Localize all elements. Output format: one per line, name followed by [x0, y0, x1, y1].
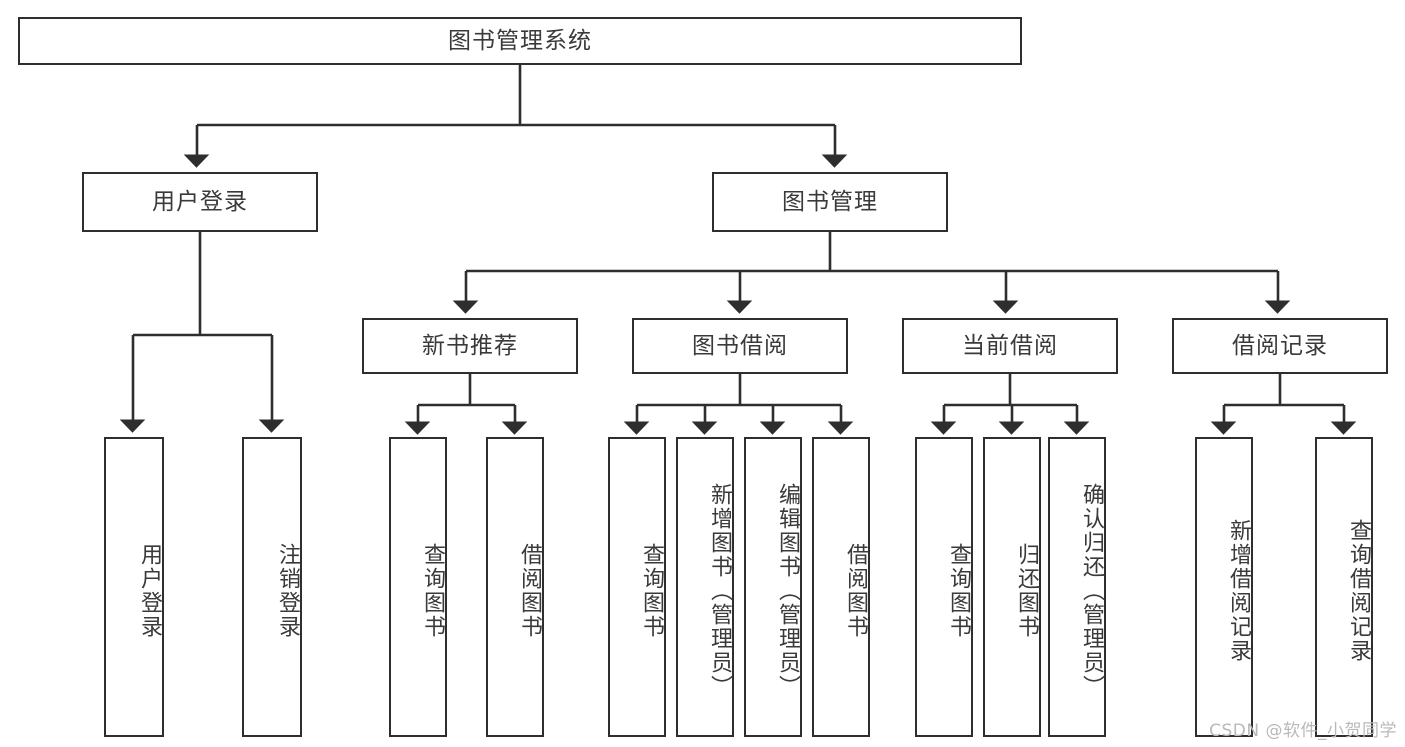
node-leaf-user-login[interactable]: 用户登录 [104, 437, 164, 737]
node-borrow-record-label: 借阅记录 [1232, 332, 1328, 359]
node-leaf-borrow-book-recommend[interactable]: 借阅图书 [486, 437, 544, 737]
node-leaf-query-book-current[interactable]: 查询图书 [915, 437, 973, 737]
node-leaf-edit-book-label: 编辑图书（管理员） [775, 483, 800, 699]
node-new-book-recommend[interactable]: 新书推荐 [362, 318, 578, 374]
node-leaf-logout-label: 注销登录 [275, 543, 300, 639]
node-leaf-query-borrow-record-label: 查询借阅记录 [1346, 519, 1371, 663]
csdn-watermark: CSDN @软件_小贺同学 [1209, 721, 1397, 741]
node-borrow-record[interactable]: 借阅记录 [1172, 318, 1388, 374]
node-leaf-add-borrow-record[interactable]: 新增借阅记录 [1195, 437, 1253, 737]
node-leaf-add-borrow-record-label: 新增借阅记录 [1226, 519, 1251, 663]
node-current-borrow-label: 当前借阅 [962, 332, 1058, 359]
node-leaf-query-book-current-label: 查询图书 [946, 543, 971, 639]
node-root[interactable]: 图书管理系统 [18, 17, 1022, 65]
node-new-book-recommend-label: 新书推荐 [422, 332, 518, 359]
node-leaf-query-borrow-record[interactable]: 查询借阅记录 [1315, 437, 1373, 737]
node-root-label: 图书管理系统 [448, 27, 592, 54]
node-leaf-user-login-label: 用户登录 [137, 543, 162, 639]
node-book-borrow[interactable]: 图书借阅 [632, 318, 848, 374]
node-leaf-confirm-return-label: 确认归还（管理员） [1079, 483, 1104, 699]
node-book-management-label: 图书管理 [782, 188, 878, 215]
node-leaf-add-book[interactable]: 新增图书（管理员） [676, 437, 734, 737]
node-leaf-borrow-book[interactable]: 借阅图书 [812, 437, 870, 737]
node-leaf-confirm-return[interactable]: 确认归还（管理员） [1048, 437, 1106, 737]
node-book-borrow-label: 图书借阅 [692, 332, 788, 359]
node-current-borrow[interactable]: 当前借阅 [902, 318, 1118, 374]
node-leaf-query-book-recommend[interactable]: 查询图书 [389, 437, 447, 737]
node-leaf-borrow-book-recommend-label: 借阅图书 [517, 543, 542, 639]
node-leaf-query-book-borrow-label: 查询图书 [639, 543, 664, 639]
node-leaf-query-book-recommend-label: 查询图书 [420, 543, 445, 639]
node-leaf-return-book-label: 归还图书 [1014, 543, 1039, 639]
node-leaf-borrow-book-label: 借阅图书 [843, 543, 868, 639]
node-book-management[interactable]: 图书管理 [712, 172, 948, 232]
node-user-login[interactable]: 用户登录 [82, 172, 318, 232]
node-leaf-add-book-label: 新增图书（管理员） [707, 483, 732, 699]
node-leaf-return-book[interactable]: 归还图书 [983, 437, 1041, 737]
node-leaf-edit-book[interactable]: 编辑图书（管理员） [744, 437, 802, 737]
node-leaf-query-book-borrow[interactable]: 查询图书 [608, 437, 666, 737]
node-user-login-label: 用户登录 [152, 188, 248, 215]
node-leaf-logout[interactable]: 注销登录 [242, 437, 302, 737]
